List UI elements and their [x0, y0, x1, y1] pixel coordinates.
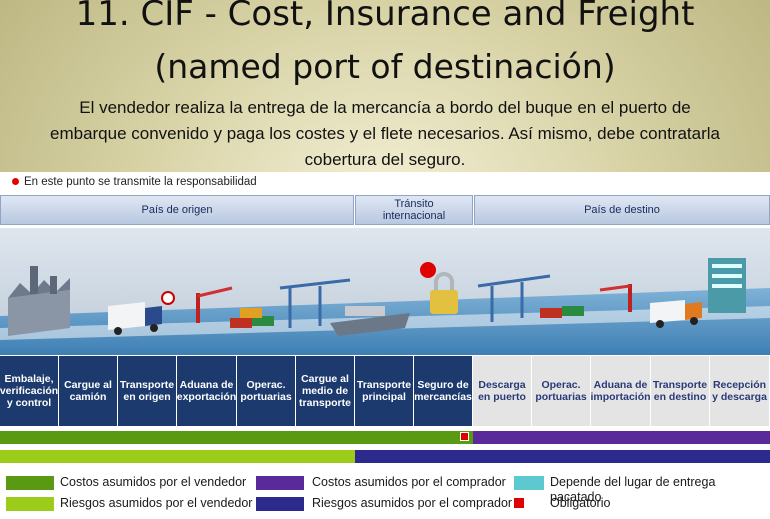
- step-import-customs: Aduana de importación: [590, 356, 651, 426]
- lock-icon: [430, 272, 458, 314]
- slide-title-line2: (named port of destinación): [154, 47, 616, 86]
- step-cargo-insurance: Seguro de mercancías: [414, 356, 473, 426]
- step-port-unloading: Descarga en puerto: [473, 356, 532, 426]
- legend-swatch-seller-risks: [6, 497, 54, 511]
- step-origin-transport: Transporte en origen: [118, 356, 177, 426]
- legend-swatch-buyer-risks: [256, 497, 304, 511]
- legend-buyer-costs: Costos asumidos por el comprador: [312, 475, 506, 489]
- destination-barrier-icon: [599, 284, 632, 312]
- responsibility-transfer-marker: [420, 262, 436, 278]
- slide-subtitle: El vendedor realiza la entrega de la mer…: [50, 98, 720, 169]
- port-crane-icon: [279, 278, 351, 328]
- warehouse-building-icon: [708, 258, 746, 313]
- destination-truck-icon: [650, 300, 702, 328]
- step-packaging: Embalaje, verificación y control: [0, 356, 59, 426]
- ship-icon: [330, 306, 410, 336]
- legend-seller-costs: Costos asumidos por el vendedor: [60, 475, 247, 489]
- legend-swatch-buyer-costs: [256, 476, 304, 490]
- region-origin: País de origen: [0, 195, 354, 225]
- customs-barrier-icon: [161, 286, 233, 323]
- region-destination: País de destino: [474, 195, 770, 225]
- buyer-costs-bar: [473, 431, 770, 444]
- legend-seller-risks: Riesgos asumidos por el vendedor: [60, 496, 253, 510]
- containers-icon: [230, 308, 274, 328]
- step-port-operations-destination: Operac. portuarias: [532, 356, 591, 426]
- destination-crane-icon: [477, 274, 551, 322]
- factory-icon: [8, 266, 70, 336]
- region-transit: Tránsito internacional: [355, 195, 473, 225]
- legend-mandatory: Obligatorio: [550, 496, 611, 510]
- legend-buyer-risks: Riesgos asumidos por el comprador: [312, 496, 513, 510]
- step-truck-loading: Cargue al camión: [59, 356, 118, 426]
- legend-swatch-seller-costs: [6, 476, 54, 490]
- step-export-customs: Aduana de exportación: [177, 356, 237, 426]
- legend-swatch-depends: [514, 476, 544, 490]
- step-main-transport: Transporte principal: [355, 356, 414, 426]
- legend-depends: Depende del lugar de entrega pacatado: [550, 475, 716, 504]
- buyer-risks-bar: [355, 450, 770, 463]
- step-destination-transport: Transporte en destino: [651, 356, 710, 426]
- step-loading-main-transport: Cargue al medio de transporte: [296, 356, 355, 426]
- responsibility-note-text: En este punto se transmite la responsabi…: [24, 176, 257, 188]
- destination-containers-icon: [540, 306, 584, 318]
- seller-risks-bar: [0, 450, 355, 463]
- step-port-operations-origin: Operac. portuarias: [237, 356, 296, 426]
- truck-icon: [108, 302, 162, 335]
- slide-title-line1: 11. CIF - Cost, Insurance and Freight: [75, 0, 695, 34]
- step-reception-unloading: Recepción y descarga: [710, 356, 770, 426]
- logistics-illustration: [0, 228, 770, 355]
- seller-costs-bar: [0, 431, 473, 444]
- responsibility-note: En este punto se transmite la responsabi…: [12, 176, 257, 188]
- process-steps: Embalaje, verificación y control Cargue …: [0, 356, 770, 426]
- legend-swatch-mandatory: [514, 498, 524, 508]
- red-dot-icon: [12, 178, 19, 186]
- mandatory-marker: [460, 432, 469, 441]
